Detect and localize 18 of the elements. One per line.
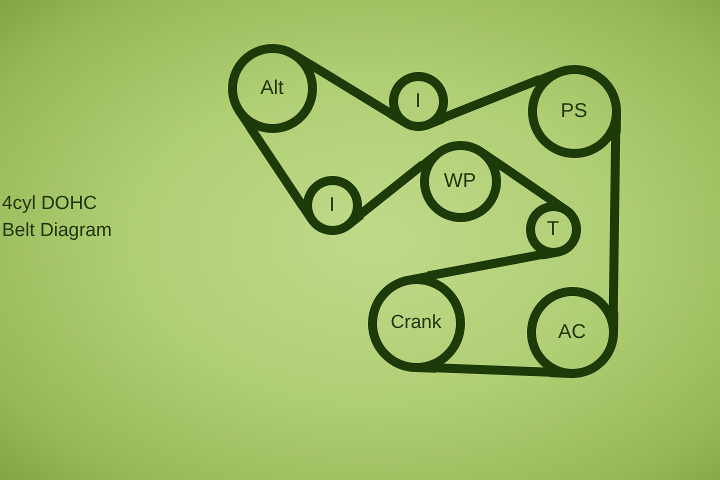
pulley-label: Alt	[260, 77, 284, 99]
belt-segment	[427, 250, 544, 280]
belt-segment	[440, 75, 542, 123]
pulley-label: WP	[444, 170, 476, 192]
belt-segment	[608, 131, 620, 313]
pulley	[228, 44, 316, 132]
pulley-label: AC	[558, 321, 586, 343]
belt-segment	[307, 60, 394, 118]
pulley	[388, 72, 448, 130]
pulley	[526, 286, 618, 378]
belt-segment	[434, 363, 551, 377]
pulley-label: PS	[560, 100, 588, 122]
pulley	[368, 274, 464, 372]
pulley-label: Crank	[390, 312, 442, 334]
pulley	[420, 140, 500, 222]
pulley-label: I	[415, 90, 421, 112]
pulley	[528, 64, 620, 158]
diagram-title: 4cyl DOHC Belt Diagram	[2, 192, 113, 243]
